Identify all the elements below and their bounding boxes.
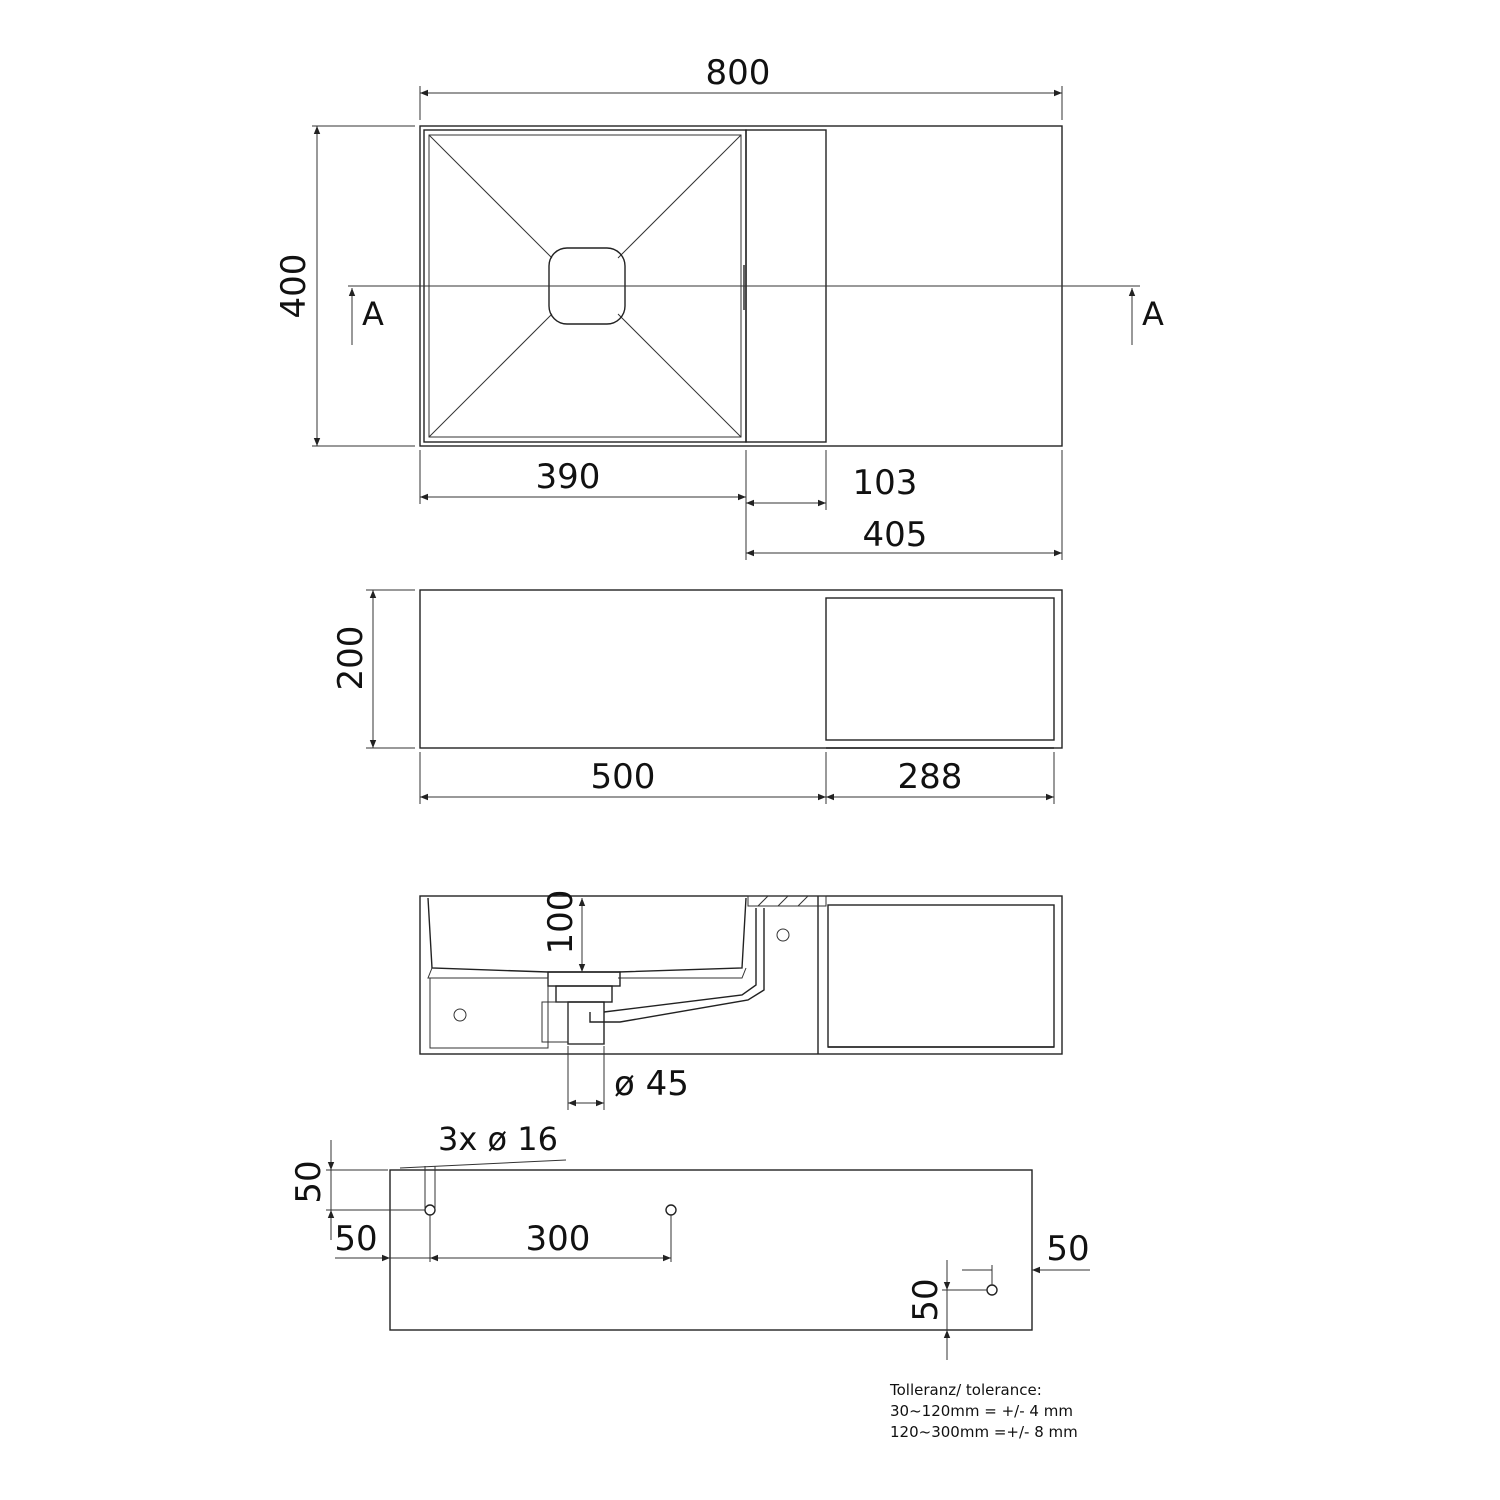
tolerance-note: Tolleranz/ tolerance: 30~120mm = +/- 4 m… (890, 1380, 1078, 1443)
tolerance-line-1: 30~120mm = +/- 4 mm (890, 1402, 1073, 1420)
dim-basin-width: 390 (536, 457, 601, 497)
dim-hole-left: 50 (334, 1219, 377, 1259)
dim-depth: 400 (274, 254, 314, 319)
leader-line (399, 1159, 567, 1169)
dim-shelf-width: 103 (853, 463, 918, 503)
top-view: A A 800 400 390 103 405 (274, 53, 1164, 560)
slope-line (428, 313, 553, 438)
slope-line (617, 134, 742, 259)
tolerance-line-2: 120~300mm =+/- 8 mm (890, 1423, 1078, 1441)
dim-drain-diameter: ø 45 (614, 1064, 689, 1104)
drain-pipe (567, 1001, 605, 1045)
section-view: 100 ø 45 (419, 890, 1063, 1110)
front-view: 200 500 288 (331, 589, 1063, 804)
mount-hole-3 (986, 1284, 998, 1296)
section-outline (419, 895, 1063, 1055)
tolerance-title: Tolleranz/ tolerance: (890, 1381, 1042, 1399)
dim-left-width: 500 (591, 757, 656, 797)
section-niche (827, 904, 1055, 1048)
basin-profile (427, 897, 747, 973)
dim-height: 200 (331, 626, 371, 691)
mount-hole-1 (424, 1204, 436, 1216)
dim-basin-depth: 100 (541, 890, 581, 955)
dim-hole-top: 50 (289, 1160, 329, 1203)
mount-hole (453, 1008, 467, 1022)
dim-hole-bottom: 50 (906, 1278, 946, 1321)
back-view: 3x ø 16 50 50 300 50 50 (289, 1120, 1090, 1360)
dim-niche-width: 288 (898, 757, 963, 797)
holes-label: 3x ø 16 (438, 1120, 558, 1158)
shelf-top (747, 895, 827, 907)
front-outline (419, 589, 1063, 749)
overflow-hole (776, 928, 790, 942)
dim-hole-right: 50 (1046, 1229, 1089, 1269)
back-outline (389, 1169, 1033, 1331)
section-label-right: A (1142, 295, 1164, 333)
niche (825, 597, 1055, 741)
dim-width: 800 (706, 53, 771, 93)
slope-line (617, 313, 742, 438)
section-label-left: A (362, 295, 384, 333)
mount-hole-2 (665, 1204, 677, 1216)
drain-body (555, 985, 613, 1003)
slope-line (428, 134, 553, 259)
dim-hole-spacing: 300 (526, 1219, 591, 1259)
drain-flange (547, 971, 621, 987)
overflow-pipe (603, 908, 757, 1013)
dim-right-section: 405 (863, 515, 928, 555)
